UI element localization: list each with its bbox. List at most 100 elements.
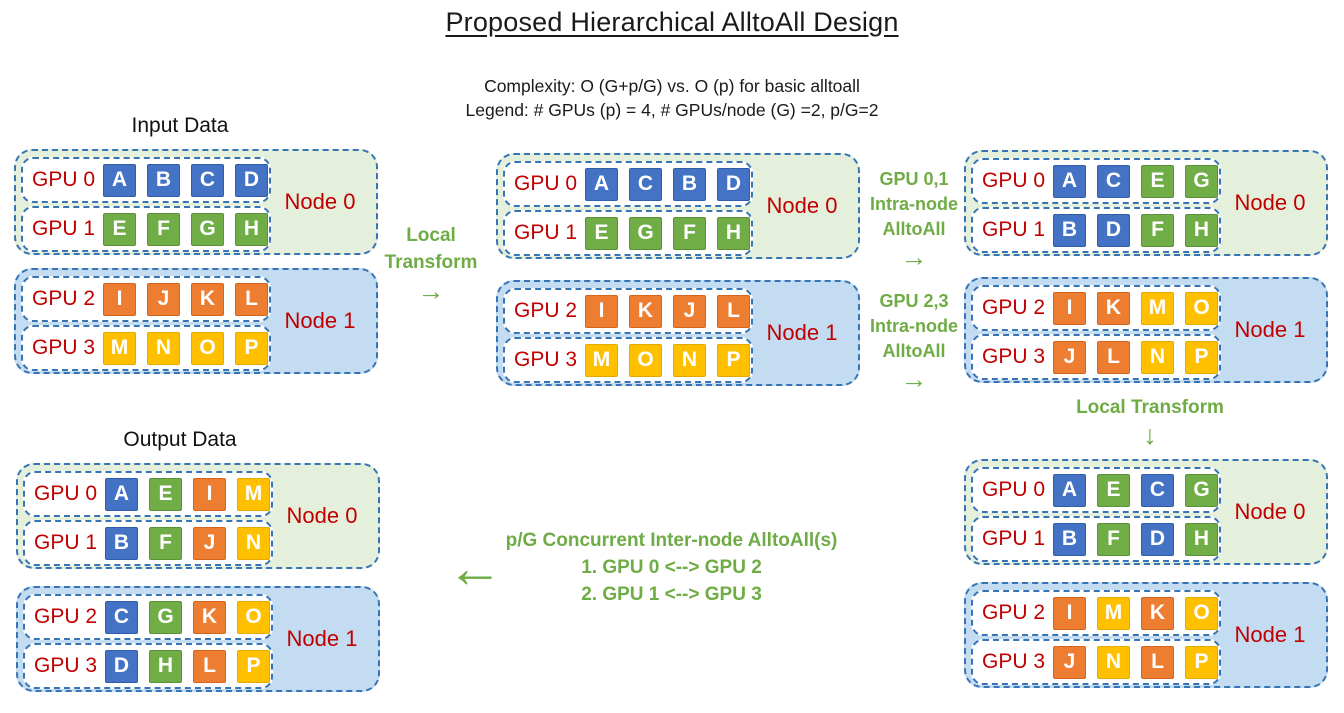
data-cell-i: I	[193, 477, 226, 511]
note-line: Transform	[384, 252, 478, 273]
subtitle-block: Complexity: O (G+p/G) vs. O (p) for basi…	[0, 74, 1344, 122]
data-cell-n: N	[147, 331, 180, 365]
data-cell-n: N	[1141, 340, 1174, 374]
data-cell-g: G	[149, 600, 182, 634]
complexity-note: Complexity: O (G+p/G) vs. O (p) for basi…	[484, 76, 860, 96]
data-cell-c: C	[1141, 473, 1174, 507]
data-cell-f: F	[147, 212, 180, 246]
data-cell-m: M	[103, 331, 136, 365]
data-cell-f: F	[1097, 522, 1130, 556]
data-cell-c: C	[1097, 164, 1130, 198]
data-cell-h: H	[1185, 522, 1218, 556]
data-cell-a: A	[1053, 473, 1086, 507]
gpu-label: GPU 0	[514, 172, 578, 195]
gpu-label: GPU 1	[32, 217, 96, 240]
data-cell-l: L	[717, 294, 750, 328]
gpu-label: GPU 3	[32, 336, 96, 359]
data-cell-o: O	[237, 600, 270, 634]
node-label: Node 0	[1234, 190, 1306, 215]
data-cell-m: M	[237, 477, 270, 511]
node-label: Node 0	[284, 189, 356, 214]
gpu-label: GPU 2	[32, 287, 96, 310]
data-cell-o: O	[629, 343, 662, 377]
node-label: Node 1	[284, 308, 356, 333]
gpu-label: GPU 2	[982, 601, 1046, 624]
data-cell-d: D	[1141, 522, 1174, 556]
gpu-label: GPU 0	[982, 478, 1046, 501]
data-cell-k: K	[193, 600, 226, 634]
note-line: AlltoAll	[882, 219, 946, 239]
gpu-label: GPU 2	[514, 299, 578, 322]
data-cell-n: N	[237, 526, 270, 560]
node-label: Node 1	[1234, 317, 1306, 342]
gpu-label: GPU 0	[32, 168, 96, 191]
right-arrow-icon: →	[900, 242, 928, 272]
data-cell-o: O	[191, 331, 224, 365]
data-cell-p: P	[1185, 340, 1218, 374]
gpu-label: GPU 3	[34, 654, 98, 677]
gpu-label: GPU 3	[982, 650, 1046, 673]
intra-node-alltoall-label-gpu01: GPU 0,1 Intra-node AlltoAll →	[858, 167, 970, 272]
data-cell-l: L	[1097, 340, 1130, 374]
data-cell-h: H	[149, 649, 182, 683]
data-cell-e: E	[149, 477, 182, 511]
gpu-label: GPU 1	[982, 527, 1046, 550]
data-cell-o: O	[1185, 596, 1218, 630]
local-transform-label-1: Local Transform →	[368, 222, 494, 306]
data-cell-a: A	[105, 477, 138, 511]
gpu-label: GPU 1	[34, 531, 98, 554]
data-cell-d: D	[235, 163, 268, 197]
data-cell-p: P	[235, 331, 268, 365]
inter-node-alltoall-note: p/G Concurrent Inter-node AlltoAll(s) 1.…	[479, 527, 864, 608]
data-cell-f: F	[149, 526, 182, 560]
data-cell-m: M	[1141, 291, 1174, 325]
note-line: GPU 2,3	[879, 291, 949, 311]
input-data-label: Input Data	[131, 114, 229, 137]
note-line: p/G Concurrent Inter-node AlltoAll(s)	[505, 530, 838, 551]
data-cell-a: A	[585, 167, 618, 201]
data-cell-i: I	[1053, 291, 1086, 325]
data-cell-p: P	[717, 343, 750, 377]
data-cell-b: B	[673, 167, 706, 201]
node-label: Node 0	[766, 193, 838, 218]
data-cell-l: L	[1141, 645, 1174, 679]
data-cell-a: A	[103, 163, 136, 197]
data-cell-k: K	[1097, 291, 1130, 325]
data-cell-j: J	[1053, 645, 1086, 679]
data-cell-g: G	[191, 212, 224, 246]
data-cell-i: I	[1053, 596, 1086, 630]
output-data-label: Output Data	[123, 428, 237, 451]
right-arrow-icon: →	[900, 364, 928, 394]
node-label: Node 0	[286, 503, 358, 528]
note-line: Intra-node	[870, 194, 958, 214]
gpu-label: GPU 2	[34, 605, 98, 628]
data-cell-i: I	[585, 294, 618, 328]
data-cell-b: B	[147, 163, 180, 197]
note-line: Local Transform	[1076, 397, 1224, 418]
node-label: Node 1	[286, 626, 358, 651]
